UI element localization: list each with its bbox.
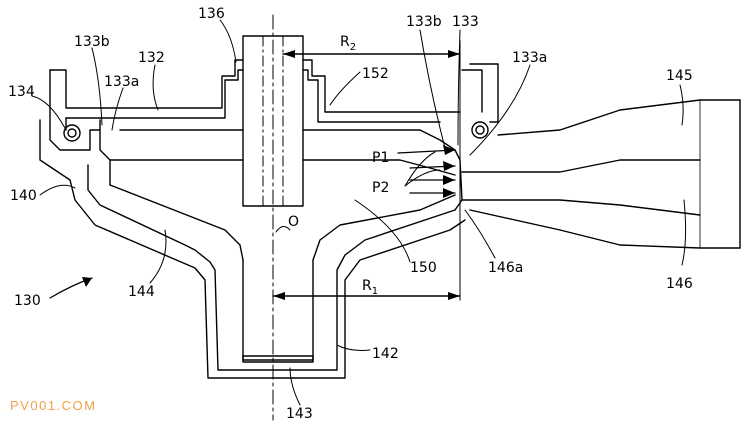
dimension-r2 <box>282 39 461 301</box>
label-134: 134 <box>8 84 35 100</box>
label-133: 133 <box>452 14 479 30</box>
label-146a: 146a <box>488 260 523 276</box>
label-150: 150 <box>410 260 437 276</box>
dimension-r1 <box>272 292 461 300</box>
impeller <box>109 129 463 261</box>
label-144: 144 <box>128 284 155 300</box>
label-143: 143 <box>286 406 313 422</box>
label-132: 132 <box>138 50 165 66</box>
label-140: 140 <box>10 188 37 204</box>
leader-lines <box>31 19 687 406</box>
label-152: 152 <box>362 66 389 82</box>
label-p1: P1 <box>372 150 389 166</box>
label-133b-left: 133b <box>74 34 110 50</box>
label-130-arrow <box>49 277 93 299</box>
label-133a-left: 133a <box>104 74 139 90</box>
label-r2: R2 <box>340 34 356 53</box>
discharge-pipe <box>461 99 741 249</box>
labels: 130 132 133 133a 133a 133b 133b 134 136 … <box>8 6 693 422</box>
upper-housing <box>49 59 499 161</box>
label-origin-o: O <box>288 214 299 230</box>
label-142: 142 <box>372 346 399 362</box>
label-r1: R1 <box>362 278 378 297</box>
label-p2: P2 <box>372 180 389 196</box>
label-133a-right: 133a <box>512 50 547 66</box>
shaft <box>242 14 304 421</box>
label-145: 145 <box>666 68 693 84</box>
lower-casing <box>39 119 466 379</box>
watermark: PV001.COM <box>10 398 96 413</box>
pressure-arrows <box>397 145 456 198</box>
label-136: 136 <box>198 6 225 22</box>
label-146: 146 <box>666 276 693 292</box>
bearings <box>63 121 489 142</box>
label-130: 130 <box>14 293 41 309</box>
label-133b-right: 133b <box>406 14 442 30</box>
